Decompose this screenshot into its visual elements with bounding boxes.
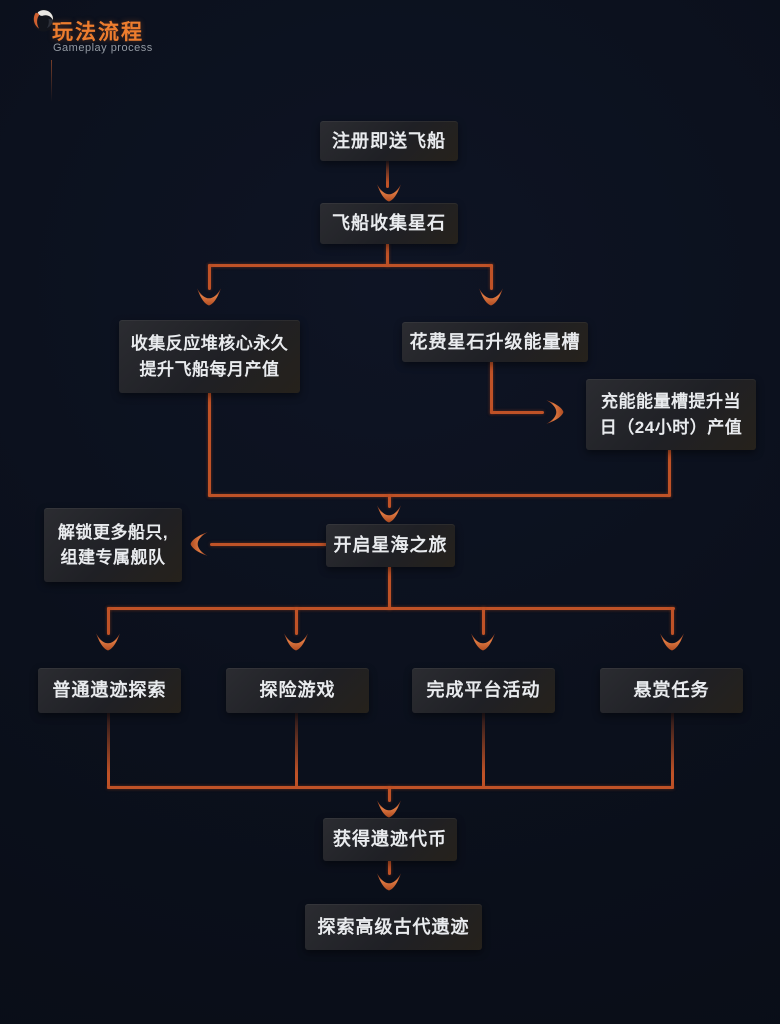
node-ancient-label: 探索高级古代遗迹: [317, 916, 470, 937]
split-bar-top: [208, 264, 493, 267]
connector-journey-split: [388, 566, 391, 610]
arrow-down-icon: [479, 288, 503, 306]
connector-split-reactor: [208, 264, 211, 290]
connector-spend-charge: [490, 411, 544, 414]
node-ancient: 探索高级古代遗迹: [305, 904, 482, 950]
arrow-down-icon: [284, 633, 308, 651]
connector-split-explore: [107, 607, 110, 635]
connector-merge-token: [388, 786, 391, 802]
node-bounty-label: 悬赏任务: [633, 680, 710, 700]
node-charge: 充能能量槽提升当 日（24小时）产值: [586, 379, 756, 450]
arrow-down-icon: [197, 288, 221, 306]
node-unlock: 解锁更多船只, 组建专属舰队: [44, 508, 182, 582]
connector-register-collect: [386, 160, 389, 188]
arrow-left-icon: [190, 532, 208, 556]
node-token-label: 获得遗迹代币: [333, 829, 447, 849]
connector-reactor-merge: [208, 392, 211, 497]
arrow-down-icon: [471, 633, 495, 651]
connector-collect-split: [386, 243, 389, 267]
node-adventure-label: 探险游戏: [259, 680, 336, 700]
page-title: 玩法流程: [52, 21, 144, 44]
arrow-down-icon: [377, 873, 401, 891]
connector-spend-down: [490, 361, 493, 414]
arrow-down-icon: [377, 505, 401, 523]
node-spend-label: 花费星石升级能量槽: [409, 331, 581, 352]
connector-explore-merge: [107, 712, 110, 789]
node-explore-normal-label: 普通遗迹探索: [52, 680, 167, 700]
node-unlock-line1: 解锁更多船只,: [57, 522, 169, 542]
node-journey-label: 开启星海之旅: [333, 535, 448, 555]
node-reactor-line1: 收集反应堆核心永久: [130, 334, 289, 353]
node-explore-normal: 普通遗迹探索: [38, 668, 181, 713]
split-bar-activities: [107, 607, 675, 610]
node-charge-line2: 日（24小时）产值: [599, 417, 743, 437]
node-reactor: 收集反应堆核心永久 提升飞船每月产值: [119, 320, 300, 393]
arrow-down-icon: [377, 184, 401, 202]
node-adventure: 探险游戏: [226, 668, 369, 713]
arrow-down-icon: [96, 633, 120, 651]
arrow-right-icon: [546, 400, 564, 424]
connector-platform-merge: [482, 712, 485, 789]
connector-split-spend: [490, 264, 493, 290]
connector-journey-unlock: [210, 543, 328, 546]
arrow-down-icon: [660, 633, 684, 651]
connector-split-adventure: [295, 607, 298, 635]
connector-split-bounty: [671, 607, 674, 635]
node-register: 注册即送飞船: [320, 121, 458, 161]
node-reactor-line2: 提升飞船每月产值: [139, 359, 280, 379]
connector-token-ancient: [388, 860, 391, 875]
decorative-line: [51, 60, 52, 102]
node-spend: 花费星石升级能量槽: [402, 322, 588, 362]
connector-charge-merge: [668, 449, 671, 497]
node-bounty: 悬赏任务: [600, 668, 743, 713]
connector-adventure-merge: [295, 712, 298, 789]
node-platform-label: 完成平台活动: [426, 680, 541, 700]
page-subtitle: Gameplay process: [53, 42, 153, 54]
merge-bar-mid: [208, 494, 671, 497]
node-collect-label: 飞船收集星石: [332, 213, 446, 233]
swirl-comet-icon: [30, 7, 57, 34]
node-platform: 完成平台活动: [412, 668, 555, 713]
node-register-label: 注册即送飞船: [332, 130, 446, 151]
node-unlock-line2: 组建专属舰队: [60, 548, 166, 567]
node-journey: 开启星海之旅: [326, 524, 455, 567]
node-collect: 飞船收集星石: [320, 203, 458, 244]
connector-merge-journey: [388, 494, 391, 508]
connector-split-platform: [482, 607, 485, 635]
node-charge-line1: 充能能量槽提升当: [601, 392, 741, 411]
arrow-down-icon: [377, 800, 401, 818]
node-token: 获得遗迹代币: [323, 818, 457, 861]
connector-bounty-merge: [671, 712, 674, 789]
